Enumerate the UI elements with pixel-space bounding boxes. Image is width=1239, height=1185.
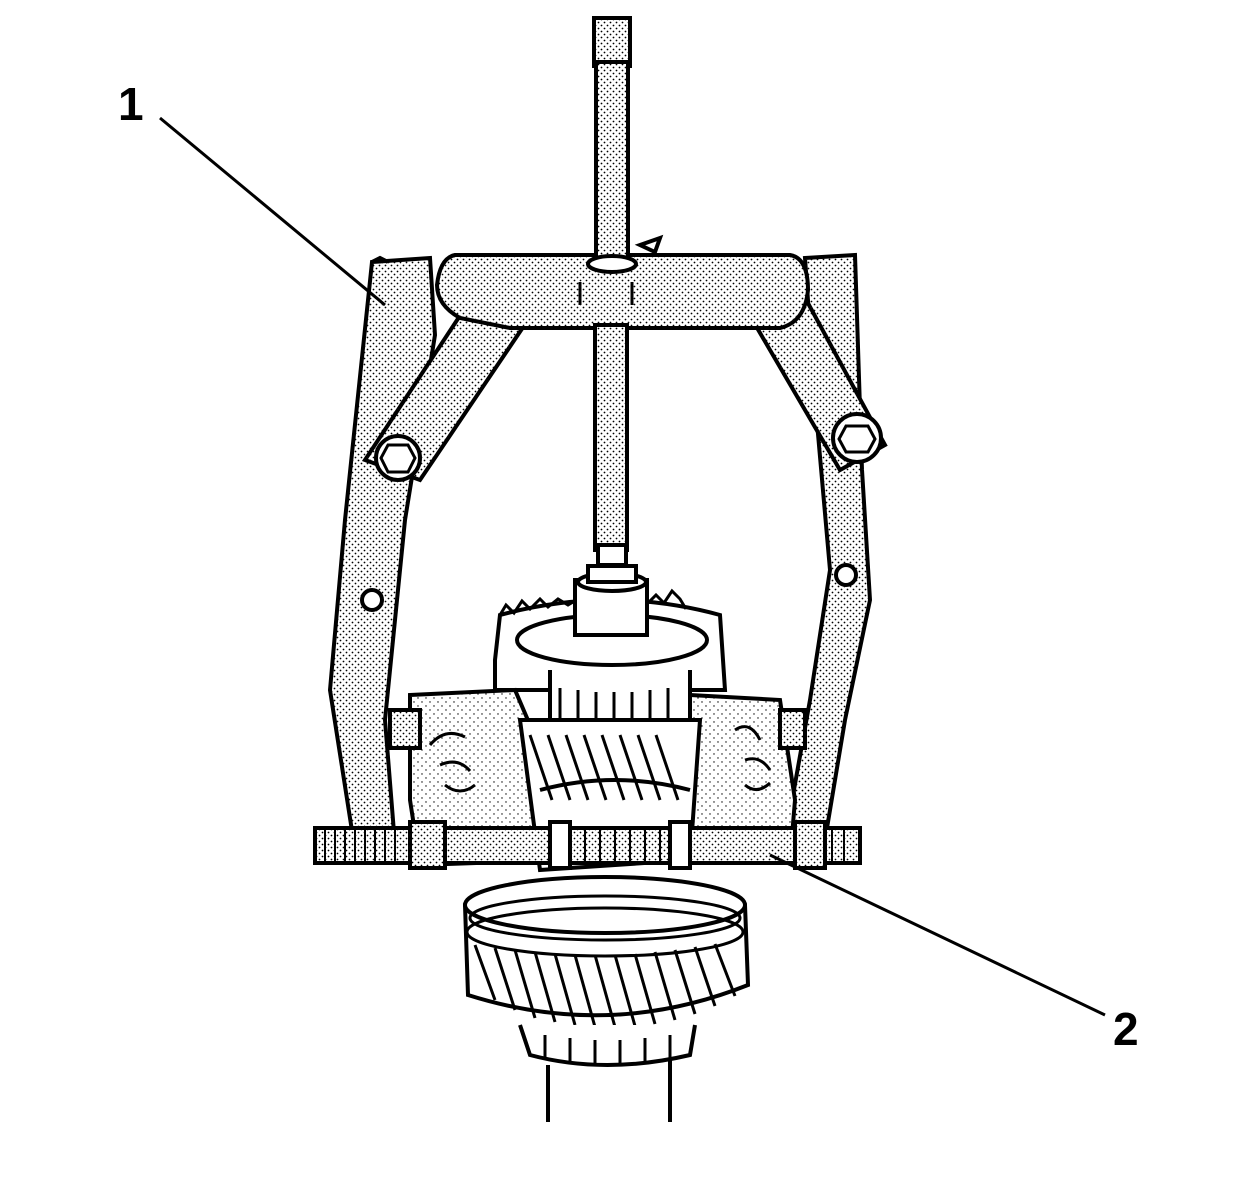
leader-line-1 (159, 116, 386, 307)
puller-yoke (434, 234, 811, 330)
leader-lines (159, 116, 1106, 1017)
lower-helical-gear (462, 875, 751, 1122)
forcing-screw (586, 16, 638, 567)
leader-line-2 (769, 853, 1106, 1017)
callout-1: 1 (118, 78, 144, 130)
callout-2: 2 (1113, 1003, 1139, 1055)
bearing-separator (313, 687, 862, 873)
